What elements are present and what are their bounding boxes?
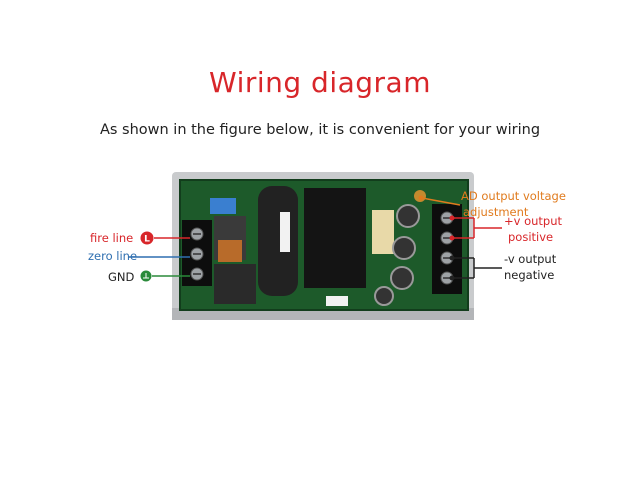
- output-capacitor-4: [374, 286, 394, 306]
- output-capacitor-1: [396, 204, 420, 228]
- negative-output-label-line1: -v output: [504, 252, 557, 266]
- y-capacitor: [210, 198, 236, 214]
- output-capacitor-3: [390, 266, 414, 290]
- ad-adjust-label-line2: adjustment: [463, 205, 529, 219]
- positive-output-label-line2: positive: [508, 230, 554, 244]
- positive-output-label-line1: +v output: [504, 214, 563, 228]
- negative-output-label-line2: negative: [504, 268, 555, 282]
- input-terminal-block: [182, 220, 212, 286]
- negative-output-leader: [449, 255, 502, 281]
- gnd-label: GND: [108, 270, 135, 284]
- page-title: Wiring diagram: [209, 66, 431, 99]
- transformer: [214, 264, 256, 304]
- page-subtitle: As shown in the figure below, it is conv…: [99, 122, 541, 138]
- ceramic-part: [372, 210, 394, 254]
- output-terminal-block: [432, 204, 462, 294]
- zero-line-label: zero line: [88, 249, 138, 263]
- fire-line-badge-letter: L: [144, 235, 150, 245]
- power-module: [304, 188, 366, 288]
- main-capacitor: [258, 186, 298, 296]
- output-capacitor-2: [392, 236, 416, 260]
- ad-adjust-leader: [421, 197, 461, 206]
- copper-coil: [218, 240, 242, 262]
- fire-line-badge: [140, 231, 154, 245]
- fire-line-label: fire line: [90, 231, 134, 245]
- ad-adjust-label-line1: AD output voltage: [461, 189, 566, 203]
- positive-output-leader: [449, 215, 502, 241]
